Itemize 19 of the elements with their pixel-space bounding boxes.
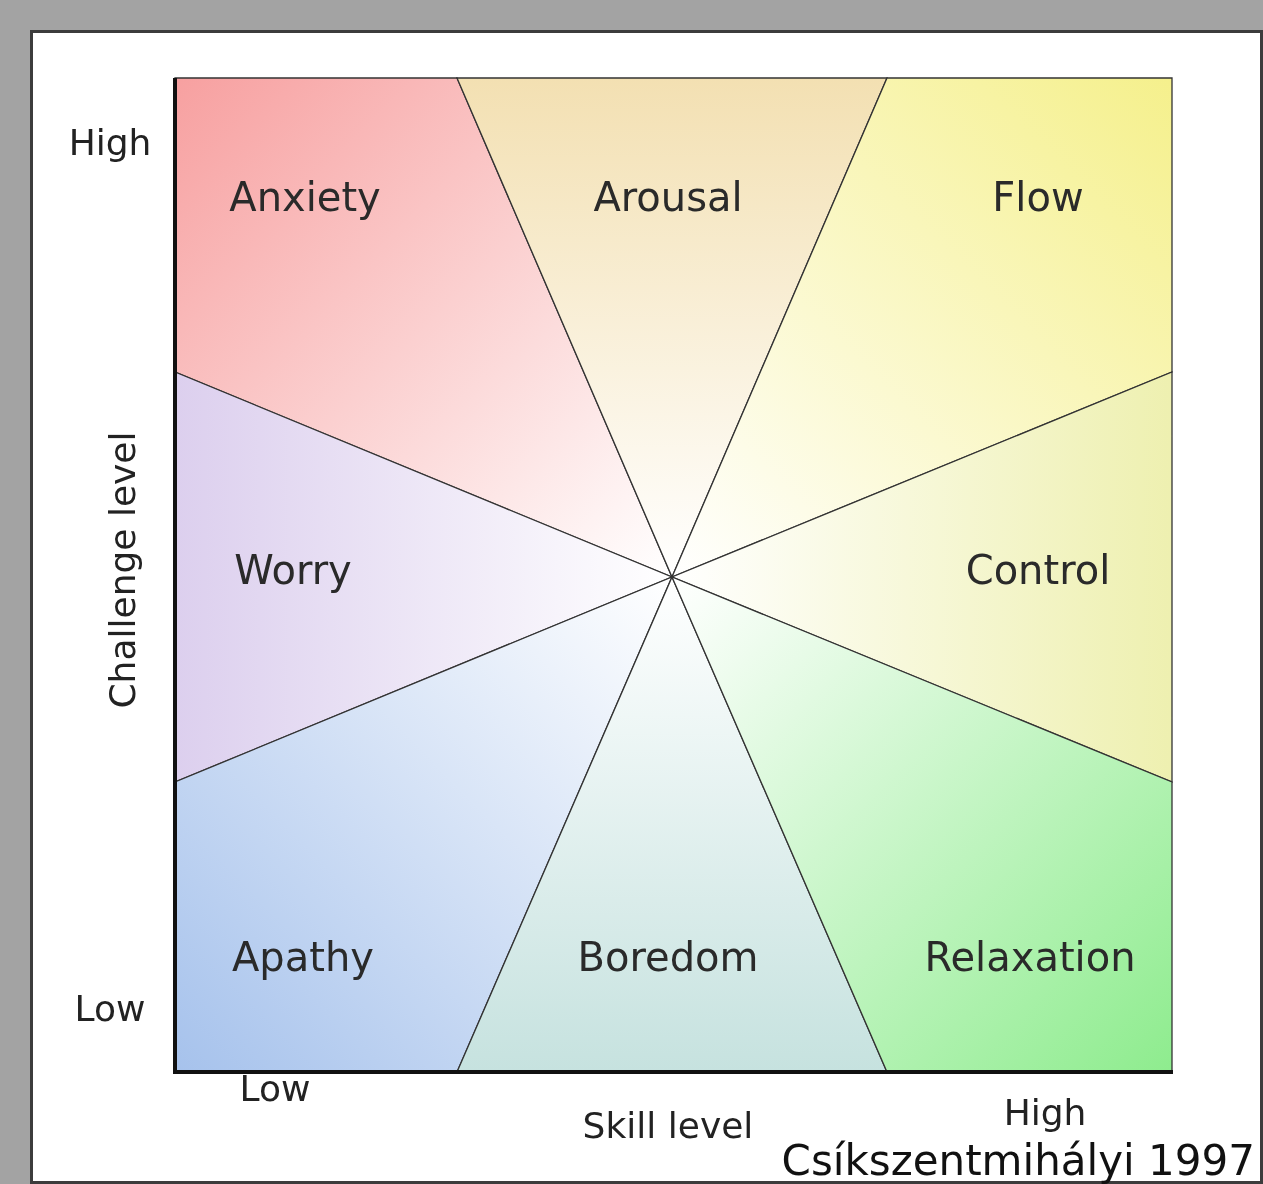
sector-region: [457, 577, 887, 1072]
axis-title: Challenge level: [101, 431, 143, 709]
region-label: Worry: [234, 547, 352, 593]
region-label: Relaxation: [924, 934, 1136, 980]
region-label: Boredom: [577, 934, 759, 980]
axis-tick-label: Low: [74, 987, 146, 1029]
region-label: Apathy: [232, 934, 374, 980]
region-label: Flow: [992, 174, 1084, 220]
region-label: Control: [965, 547, 1111, 593]
axis-tick-label: High: [1003, 1091, 1087, 1133]
sector-region: [175, 372, 672, 782]
axis-tick-label: Low: [239, 1067, 311, 1109]
axis-title: Skill level: [582, 1104, 754, 1146]
region-label: Arousal: [593, 174, 743, 220]
citation-caption: Csíkszentmihályi 1997: [781, 1136, 1255, 1184]
sector-region: [672, 372, 1172, 782]
axis-tick-label: High: [68, 121, 152, 163]
sector-region: [457, 78, 887, 577]
region-label: Anxiety: [229, 174, 381, 220]
